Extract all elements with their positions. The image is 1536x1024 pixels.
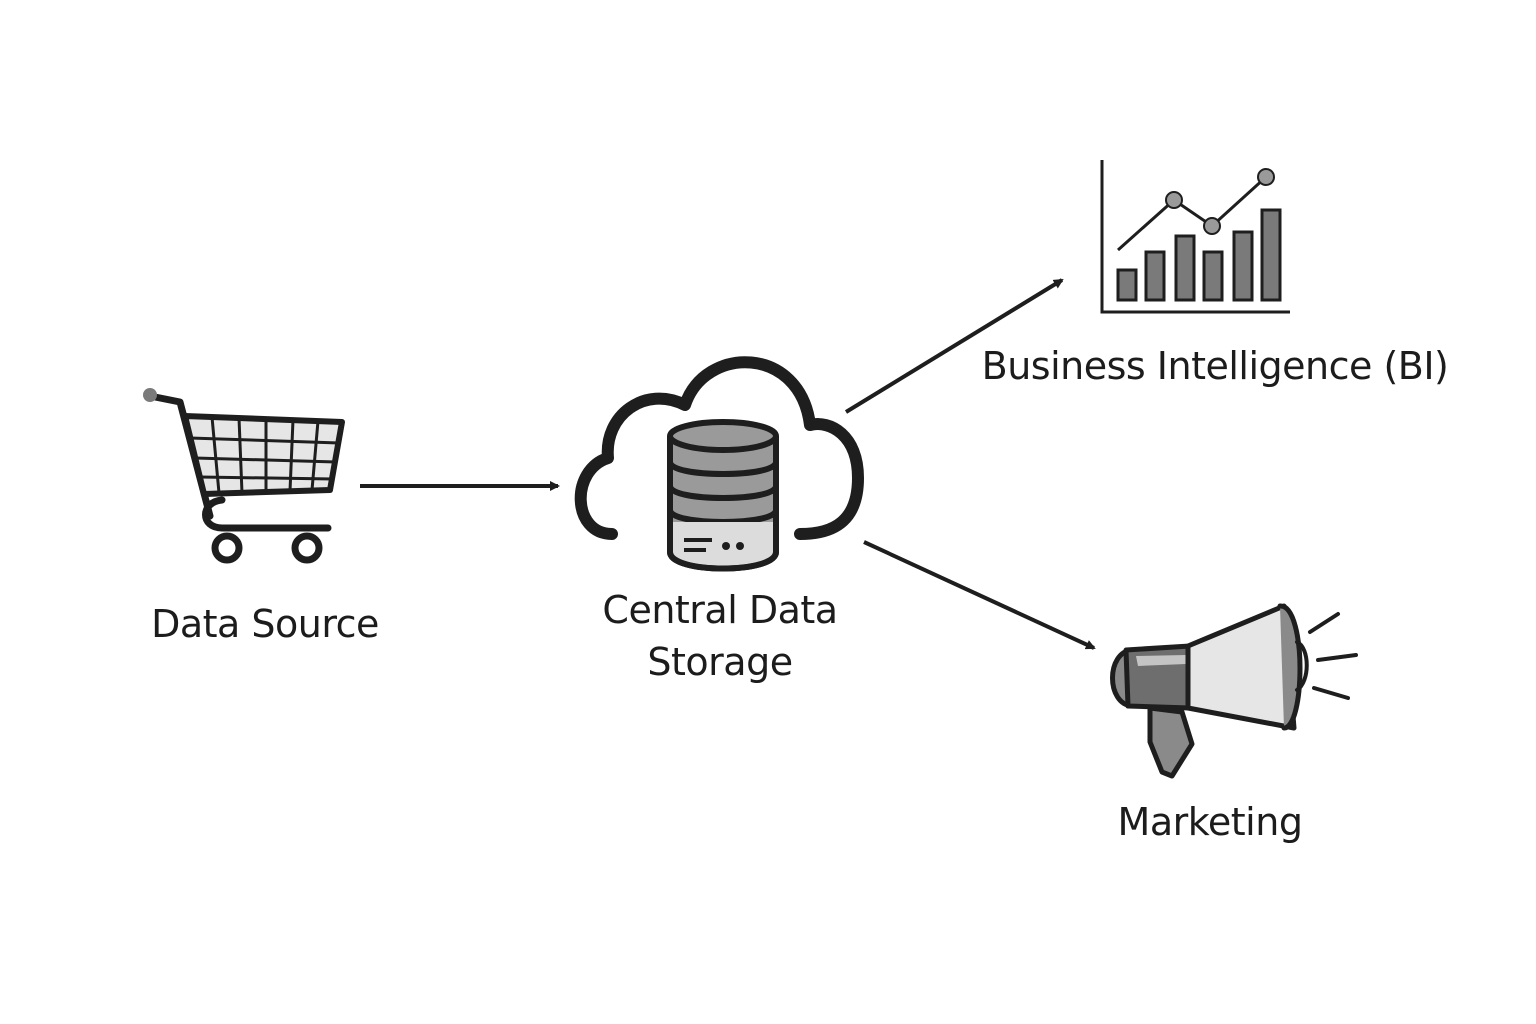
central-data-storage-label-line1: Central Data — [602, 588, 838, 632]
marketing-label: Marketing — [1117, 800, 1303, 844]
shopping-cart-icon — [143, 388, 345, 564]
arrow-storage-to-marketing — [863, 540, 1096, 650]
cloud-database-icon — [574, 356, 864, 572]
megaphone-icon — [1110, 603, 1358, 779]
data-source-label: Data Source — [151, 602, 379, 646]
business-intelligence-label: Business Intelligence (BI) — [981, 344, 1449, 388]
bar-line-chart-icon — [1100, 160, 1290, 314]
central-data-storage-label: Central Data Storage — [560, 584, 880, 688]
central-data-storage-label-line2: Storage — [647, 640, 793, 684]
arrow-storage-to-bi — [844, 278, 1064, 414]
flow-arrows — [360, 278, 1096, 650]
